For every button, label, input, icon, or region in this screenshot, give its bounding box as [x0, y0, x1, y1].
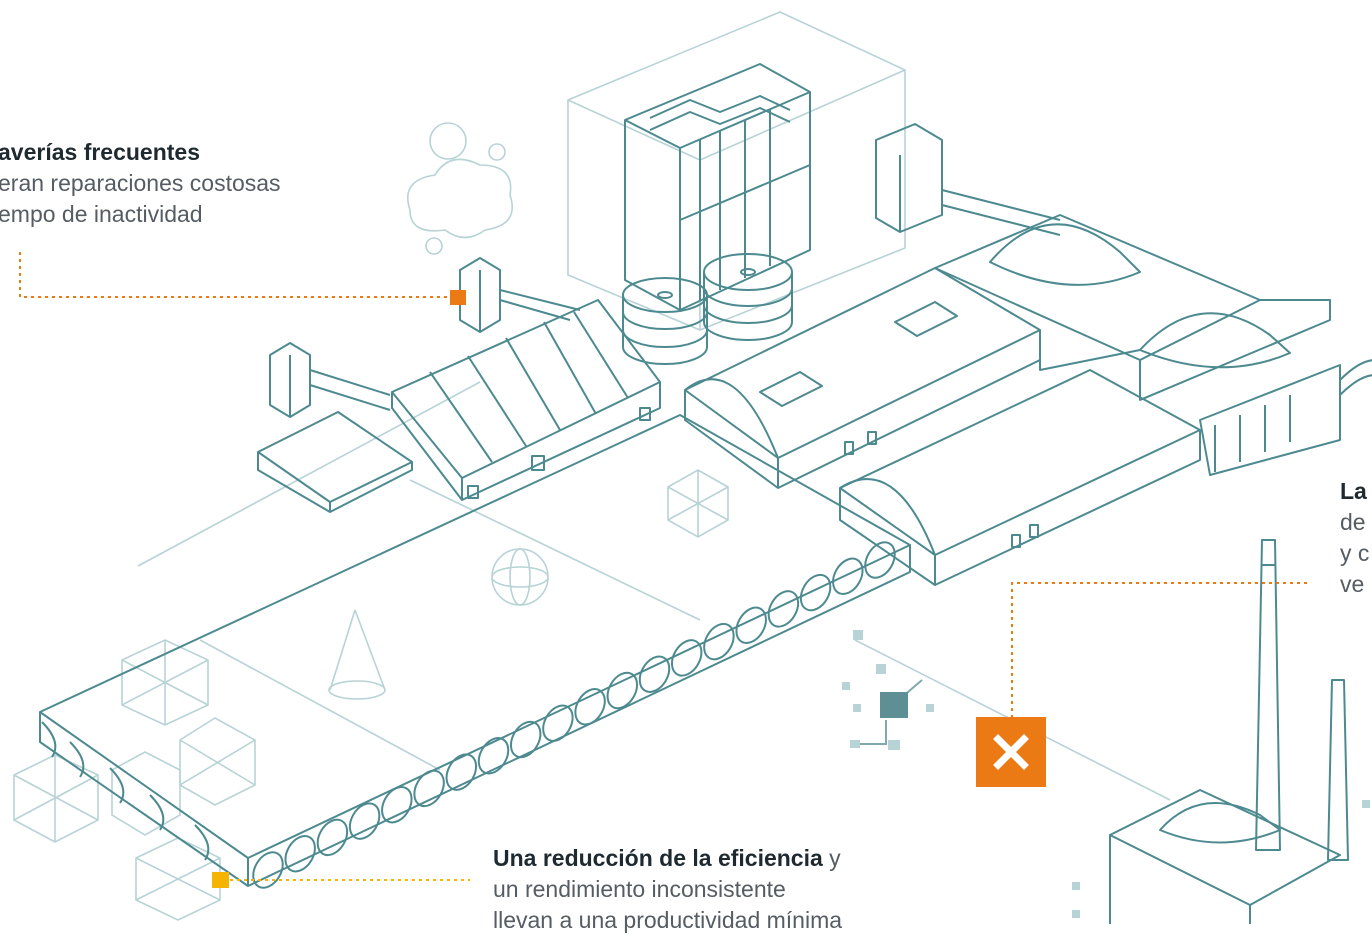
callout-title: La	[1340, 478, 1367, 504]
callout-frequent-breakdowns: averías frecuentes eran reparaciones cos…	[0, 137, 281, 230]
close-x-icon	[993, 734, 1029, 770]
callout-line: un rendimiento inconsistente	[493, 876, 786, 902]
conveyor-roller	[703, 622, 735, 661]
conveyor-roller	[542, 704, 574, 742]
callout-line: eran reparaciones costosas	[0, 170, 281, 196]
conveyor-roller	[864, 541, 896, 579]
conveyor-roller	[638, 655, 671, 693]
conveyor-roller	[799, 573, 832, 612]
conveyor-roller	[413, 769, 445, 808]
callout-right-edge: La de y c ve	[1340, 476, 1369, 600]
alert-marker	[976, 717, 1046, 787]
callout-line: y c	[1340, 540, 1370, 566]
conveyor-roller	[767, 590, 800, 628]
conveyor-roller	[252, 851, 284, 889]
callout-line: de	[1340, 509, 1366, 535]
callout-title: Una reducción de la eficiencia	[493, 845, 823, 871]
conveyor-roller	[477, 737, 510, 775]
conveyor-roller	[316, 818, 349, 857]
conveyor-roller	[284, 835, 316, 873]
conveyor-roller	[606, 671, 639, 710]
conveyor-roller	[735, 606, 767, 644]
conveyor-roller	[348, 802, 381, 840]
conveyor-roller	[670, 639, 703, 677]
conveyor-roller	[445, 753, 478, 791]
conveyor-roller	[574, 688, 606, 726]
conveyor-roller	[832, 557, 864, 595]
callout-line: ve	[1340, 571, 1365, 597]
callout-line: empo de inactividad	[0, 201, 203, 227]
callout-line: llevan a una productividad mínima	[493, 907, 843, 933]
conveyor-roller	[381, 786, 413, 824]
callout-title-suffix: y	[822, 845, 841, 871]
callout-title: averías frecuentes	[0, 139, 201, 165]
callout-efficiency-reduction: Una reducción de la eficiencia y un rend…	[493, 843, 842, 936]
conveyor-roller	[509, 720, 542, 759]
